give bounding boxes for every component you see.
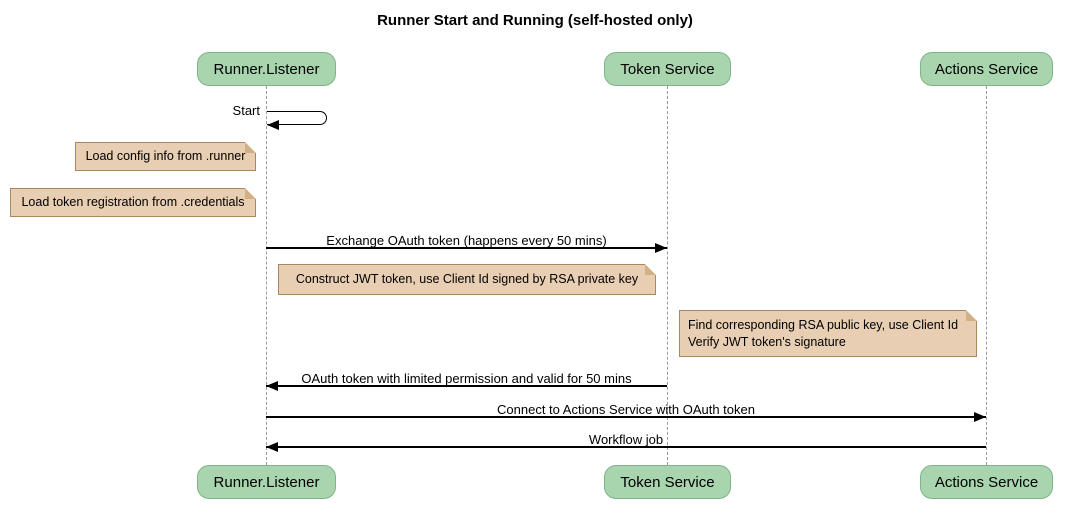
diagram-title: Runner Start and Running (self-hosted on… [377, 12, 693, 29]
lifeline-actions-service [986, 86, 987, 465]
note-text: Find corresponding RSA public key, use C… [688, 317, 959, 332]
self-message-loop-line [267, 111, 327, 125]
note-text: Verify JWT token's signature [688, 334, 846, 349]
lifeline-token-service [667, 86, 668, 465]
arrowhead-left-icon [267, 120, 279, 130]
arrowhead-left-icon [266, 442, 278, 452]
participant-actions-service-top: Actions Service [920, 52, 1053, 86]
note-load-token-registration: Load token registration from .credential… [10, 188, 256, 217]
participant-runner-listener-bottom: Runner.Listener [197, 465, 336, 499]
participant-token-service-top: Token Service [604, 52, 731, 86]
message-label-start: Start [232, 103, 260, 118]
note-construct-jwt: Construct JWT token, use Client Id signe… [278, 264, 656, 295]
message-label-connect-actions: Connect to Actions Service with OAuth to… [497, 402, 755, 417]
message-label-exchange-oauth: Exchange OAuth token (happens every 50 m… [326, 233, 607, 248]
message-line [266, 416, 986, 418]
note-find-rsa-verify-jwt: Find corresponding RSA public key, use C… [679, 310, 977, 357]
note-text: Load config info from .runner [85, 149, 246, 163]
message-line [266, 385, 667, 387]
note-text: Construct JWT token, use Client Id signe… [295, 272, 639, 286]
participant-runner-listener-top: Runner.Listener [197, 52, 336, 86]
message-line [266, 446, 986, 448]
message-label-oauth-return: OAuth token with limited permission and … [301, 371, 632, 386]
note-load-config: Load config info from .runner [75, 142, 256, 171]
message-label-workflow-job: Workflow job [588, 432, 664, 447]
note-text: Load token registration from .credential… [21, 195, 245, 209]
participant-token-service-bottom: Token Service [604, 465, 731, 499]
arrowhead-right-icon [974, 412, 986, 422]
message-line [266, 247, 667, 249]
arrowhead-left-icon [266, 381, 278, 391]
arrowhead-right-icon [655, 243, 667, 253]
participant-actions-service-bottom: Actions Service [920, 465, 1053, 499]
lifeline-runner-listener [266, 86, 267, 465]
